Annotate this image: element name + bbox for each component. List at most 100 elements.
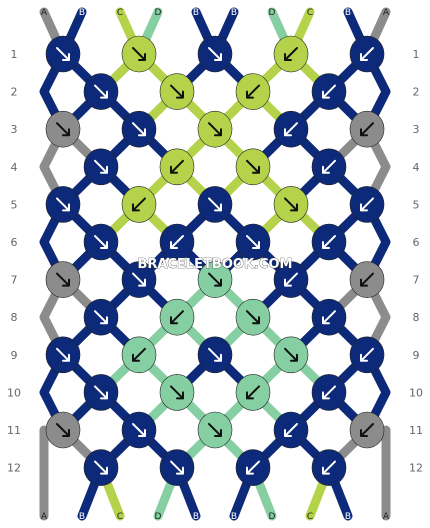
row-label: 7 xyxy=(11,274,18,287)
arrow-down-right-icon xyxy=(94,385,108,400)
arrow-down-left-icon xyxy=(360,272,374,287)
knot xyxy=(197,35,233,73)
arrow-down-left-icon xyxy=(322,84,336,99)
row-label: 11 xyxy=(409,424,423,437)
top-strand-label: B xyxy=(345,8,351,18)
knot xyxy=(235,73,271,110)
knot xyxy=(83,449,119,486)
knot xyxy=(159,298,195,336)
bottom-strand-label: B xyxy=(231,512,237,522)
arrow-down-right-icon xyxy=(208,423,222,437)
knot xyxy=(121,35,157,73)
knot xyxy=(159,374,195,411)
row-label: 3 xyxy=(11,123,18,136)
knot xyxy=(197,261,233,298)
row-label: 4 xyxy=(413,161,420,174)
row-label: 6 xyxy=(11,236,18,249)
watermark-text: BRACELETBOOK.COM xyxy=(138,257,293,272)
knot xyxy=(311,73,347,110)
knot xyxy=(311,298,347,336)
row-label: 12 xyxy=(7,462,21,475)
top-strand-label: C xyxy=(307,8,313,18)
arrow-down-right-icon xyxy=(170,385,184,400)
knot xyxy=(349,411,385,449)
top-strand-label: B xyxy=(231,8,237,18)
bottom-strand-label: C xyxy=(307,512,313,522)
row-label: 11 xyxy=(7,424,21,437)
knot xyxy=(311,374,347,411)
bottom-strand-label: B xyxy=(79,512,85,522)
knot xyxy=(349,336,385,374)
arrow-down-right-icon xyxy=(208,347,222,362)
arrow-down-left-icon xyxy=(284,423,298,437)
knot xyxy=(121,261,157,298)
arrow-down-right-icon xyxy=(56,197,70,212)
knot-grid xyxy=(45,35,385,486)
knot xyxy=(83,374,119,411)
knot xyxy=(45,411,81,449)
knot xyxy=(45,35,81,73)
knot xyxy=(197,336,233,374)
knot xyxy=(121,110,157,148)
knot xyxy=(311,148,347,186)
row-label: 2 xyxy=(413,86,420,99)
arrow-down-right-icon xyxy=(56,272,70,287)
top-strand-label: D xyxy=(155,8,162,18)
knot xyxy=(273,411,309,449)
arrow-down-right-icon xyxy=(94,460,108,475)
arrow-down-left-icon xyxy=(322,460,336,475)
arrow-down-right-icon xyxy=(246,235,260,249)
top-strand-label: B xyxy=(79,8,85,18)
top-strand-label: A xyxy=(41,8,48,18)
knot xyxy=(311,449,347,486)
row-label: 8 xyxy=(413,311,420,324)
arrow-down-right-icon xyxy=(132,272,146,287)
knot xyxy=(349,110,385,148)
knot xyxy=(45,261,81,298)
knot xyxy=(83,298,119,336)
arrow-down-left-icon xyxy=(170,310,184,325)
arrow-down-left-icon xyxy=(170,159,184,174)
knot xyxy=(235,374,271,411)
row-label: 1 xyxy=(11,48,18,61)
knot xyxy=(45,186,81,223)
arrow-down-right-icon xyxy=(132,423,146,437)
arrow-down-right-icon xyxy=(56,423,70,437)
knot xyxy=(235,449,271,486)
arrow-down-left-icon xyxy=(284,272,298,287)
arrow-down-left-icon xyxy=(360,122,374,137)
bottom-strand-label: A xyxy=(41,512,48,522)
bottom-strand-label: D xyxy=(155,512,162,522)
knot xyxy=(273,110,309,148)
knot xyxy=(159,223,195,261)
knot xyxy=(45,110,81,148)
row-label: 10 xyxy=(7,386,21,399)
arrow-down-right-icon xyxy=(94,84,108,99)
knot xyxy=(197,110,233,148)
arrow-down-left-icon xyxy=(132,197,146,212)
row-label: 5 xyxy=(413,198,420,211)
bottom-strand-label: B xyxy=(345,512,351,522)
bottom-strand-label: A xyxy=(383,512,390,522)
arrow-down-right-icon xyxy=(56,347,70,362)
arrow-down-right-icon xyxy=(94,235,108,249)
knot xyxy=(197,186,233,223)
knot xyxy=(349,35,385,73)
row-label: 3 xyxy=(413,123,420,136)
knot xyxy=(45,336,81,374)
knot xyxy=(273,186,309,223)
row-label: 4 xyxy=(11,161,18,174)
knot xyxy=(273,35,309,73)
arrow-down-left-icon xyxy=(322,235,336,249)
arrow-down-left-icon xyxy=(322,385,336,400)
bottom-strand-label: B xyxy=(193,512,199,522)
arrow-down-right-icon xyxy=(132,122,146,137)
arrow-down-right-icon xyxy=(132,47,146,61)
arrow-down-left-icon xyxy=(322,310,336,325)
top-strand-label: A xyxy=(383,8,390,18)
knot xyxy=(197,411,233,449)
bottom-strand-label: D xyxy=(269,512,276,522)
